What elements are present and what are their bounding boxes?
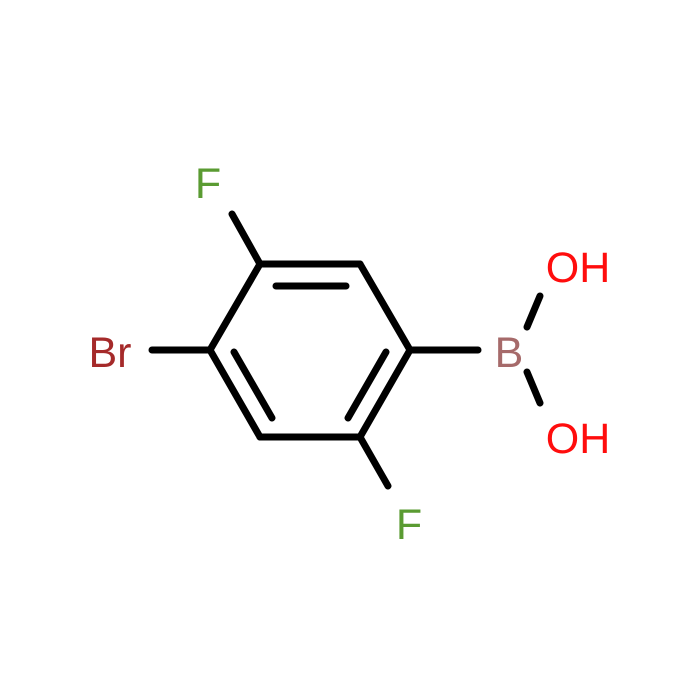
atom-label-fluorine-bottom: F (396, 501, 422, 549)
bond-c4-f (356, 433, 392, 490)
atom-label-boron: B (495, 329, 524, 377)
bond-inner-c5-c6 (230, 348, 276, 422)
bond-ring-c3-c4 (356, 346, 414, 441)
bond-ring-c2-c3 (356, 260, 414, 354)
bond-inner-c3-c4 (344, 348, 390, 422)
atom-label-hydroxyl-top: OH (546, 244, 611, 292)
bond-b-o-top (523, 292, 544, 331)
bond-b-o-bottom (523, 368, 544, 407)
atom-label-bromine: Br (89, 329, 132, 377)
atom-label-fluorine-top: F (195, 160, 221, 208)
bond-c1-f (228, 210, 264, 268)
atom-label-hydroxyl-bottom: OH (546, 415, 611, 463)
bond-ring-c6-c1 (206, 260, 264, 354)
bond-ring-c5-c6 (206, 346, 264, 441)
